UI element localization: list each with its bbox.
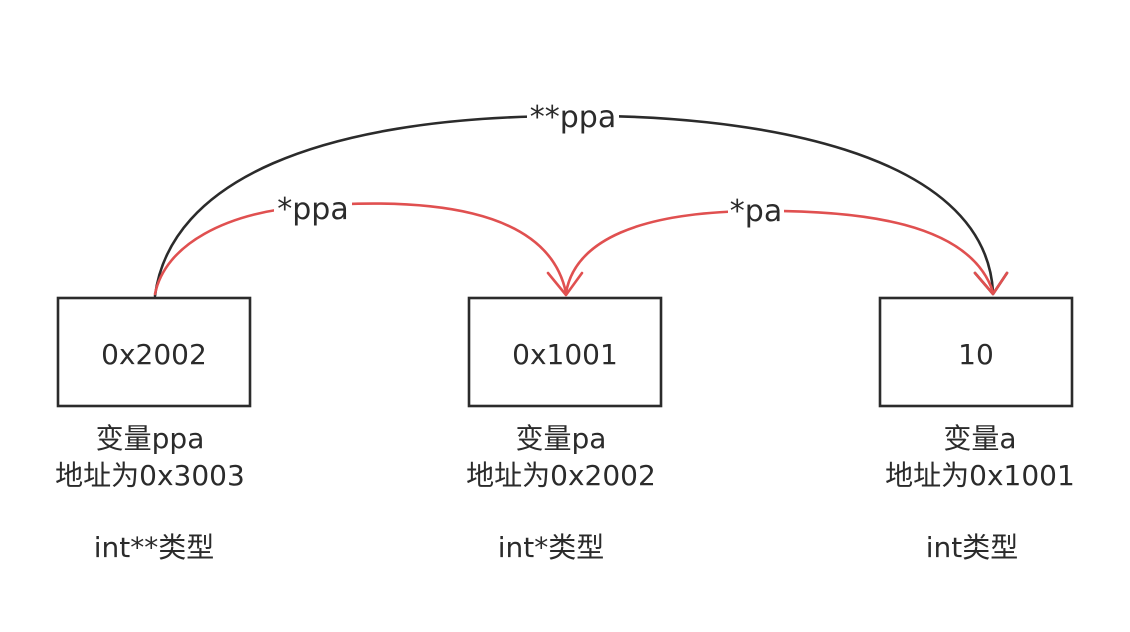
- node-caption-address: 地址为0x3003: [55, 459, 245, 492]
- node-box: [467, 296, 663, 408]
- node-value: 10: [958, 338, 994, 371]
- node-a: 10 变量a 地址为0x1001 int类型: [878, 296, 1075, 564]
- node-caption-type: int**类型: [94, 531, 215, 564]
- node-box: [878, 296, 1074, 408]
- edge-label-double-deref-ppa: **ppa: [530, 100, 616, 135]
- edge-label-background: [274, 190, 352, 228]
- edge-deref-pa: *pa: [564, 194, 1009, 296]
- node-caption-type: int类型: [926, 531, 1019, 564]
- edge-label-background: [728, 194, 784, 230]
- edge-label-deref-ppa: *ppa: [277, 192, 348, 227]
- node-pa: 0x1001 变量pa 地址为0x2002 int*类型: [466, 296, 663, 564]
- node-ppa: 0x2002 变量ppa 地址为0x3003 int**类型: [55, 296, 252, 564]
- arrowhead: [546, 271, 584, 297]
- node-caption-name: 变量a: [943, 422, 1016, 455]
- node-caption-type: int*类型: [498, 531, 605, 564]
- edge-deref-ppa: *ppa: [153, 190, 584, 297]
- node-caption-name: 变量pa: [516, 422, 607, 455]
- node-value: 0x2002: [101, 338, 207, 371]
- node-caption-address: 地址为0x1001: [885, 459, 1075, 492]
- arrowhead: [973, 271, 1009, 296]
- edge-label-deref-pa: *pa: [730, 194, 782, 229]
- node-box: [56, 296, 252, 408]
- edge-double-deref-ppa: **ppa: [153, 96, 1009, 298]
- edge-line: [153, 202, 568, 296]
- edge-label-background: [527, 96, 619, 136]
- node-caption-name: 变量ppa: [96, 422, 205, 455]
- node-caption-address: 地址为0x2002: [466, 459, 656, 492]
- node-value: 0x1001: [512, 338, 618, 371]
